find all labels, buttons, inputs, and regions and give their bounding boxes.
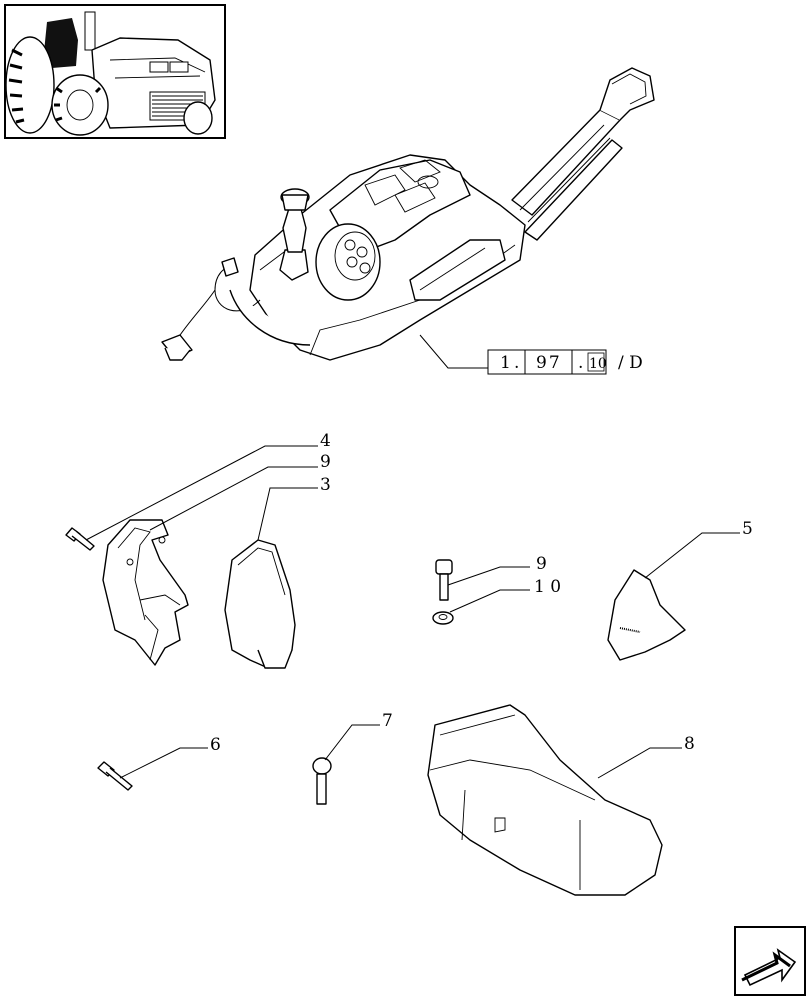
part-3-armrest-pad bbox=[224, 539, 296, 669]
reference-part-3: 10 bbox=[589, 356, 607, 372]
tractor-thumbnail[interactable] bbox=[4, 4, 226, 139]
callout-9-upper: 9 bbox=[320, 452, 331, 472]
callout-7: 7 bbox=[382, 711, 393, 731]
next-page-arrow-icon[interactable] bbox=[734, 926, 806, 996]
part-7-screw bbox=[312, 757, 332, 805]
callout-4: 4 bbox=[320, 431, 331, 451]
reference-leader bbox=[419, 334, 488, 369]
part-10-washer bbox=[432, 611, 454, 625]
callout-8: 8 bbox=[684, 734, 695, 754]
part-9-bolt bbox=[435, 559, 453, 601]
svg-text:.: . bbox=[514, 353, 519, 373]
callout-5: 5 bbox=[742, 519, 753, 539]
callout-10: 1 0 bbox=[534, 577, 561, 597]
callout-3: 3 bbox=[320, 475, 331, 495]
part-6-screw bbox=[97, 761, 133, 791]
part-5-cover-plate bbox=[607, 569, 686, 661]
part-8-armrest-cushion bbox=[427, 704, 663, 896]
reference-suffix: / D bbox=[618, 353, 643, 373]
reference-box-group[interactable]: 1 . 97 . 10 / D bbox=[487, 349, 643, 375]
part-4-screw bbox=[65, 527, 95, 551]
reference-part-2: 97 bbox=[536, 353, 562, 373]
part-9-cover-bracket bbox=[102, 519, 189, 666]
callout-6: 6 bbox=[210, 735, 221, 755]
callout-9-lower: 9 bbox=[536, 554, 547, 574]
reference-part-1: 1 bbox=[500, 353, 513, 373]
armrest-console-assembly bbox=[161, 67, 655, 361]
svg-text:.: . bbox=[578, 353, 583, 373]
